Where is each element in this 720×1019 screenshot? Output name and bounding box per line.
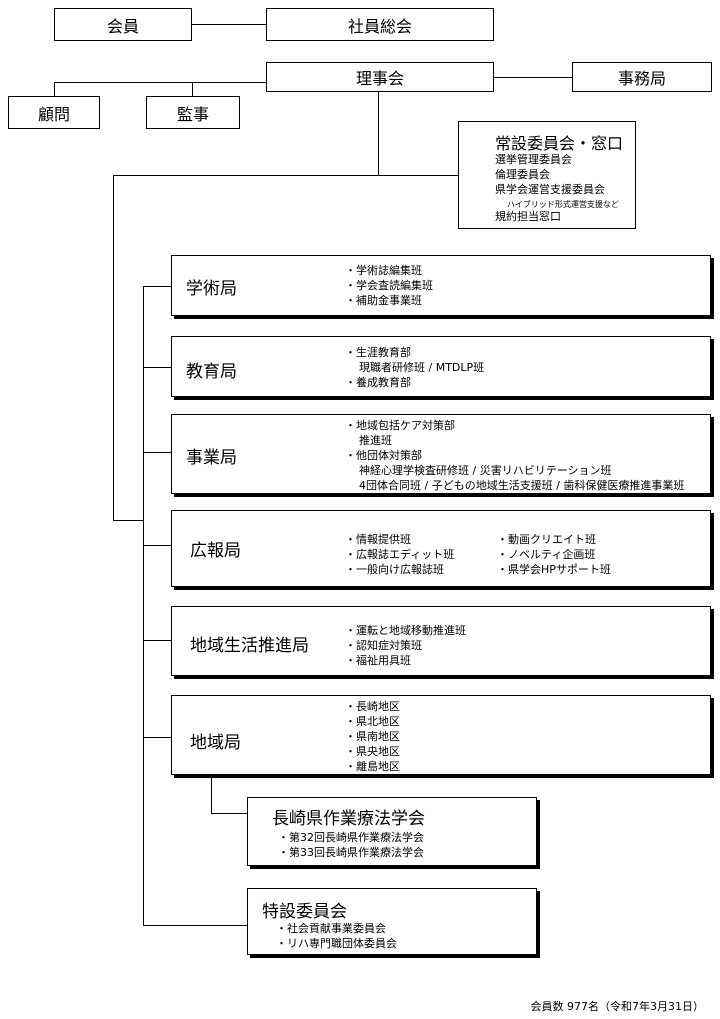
list-item: 現職者研修班 / MTDLP班: [359, 361, 485, 374]
community-bureau-title: 地域生活推進局: [190, 636, 309, 656]
list-item: ・情報提供班: [345, 533, 411, 546]
business-bureau-title: 事業局: [186, 448, 237, 468]
auditor-label: 監事: [176, 104, 209, 124]
list-item: 選挙管理委員会: [495, 153, 572, 166]
line-region-conference-drop: [211, 775, 213, 814]
list-item: ・学会査読編集班: [345, 279, 433, 292]
line-region-conference: [211, 813, 247, 815]
special-committee-list: ・社会貢献事業委員会 ・リハ専門職団体委員会: [276, 921, 397, 951]
line-left-spine: [113, 175, 115, 521]
list-item: 4団体合同班 / 子どもの地域生活支援班 / 歯科保健医療推進事業班: [359, 479, 685, 492]
standing-committee-list: 選挙管理委員会 倫理委員会 県学会運営支援委員会: [495, 152, 605, 197]
line-board-standing: [378, 175, 458, 177]
advisor-box: 顧問: [8, 96, 100, 129]
business-bureau-box: 事業局 ・地域包括ケア対策部 推進班 ・他団体対策部 神経心理学検査研修班 / …: [171, 414, 711, 494]
line-branch-pr: [143, 545, 171, 547]
pr-bureau-box: 広報局 ・情報提供班 ・広報誌エディット班 ・一般向け広報誌班 ・動画クリエイト…: [171, 510, 711, 587]
line-branch-community: [143, 640, 171, 642]
secretariat-label: 事務局: [617, 69, 666, 88]
academic-bureau-list: ・学術誌編集班 ・学会査読編集班 ・補助金事業班: [345, 263, 433, 308]
list-item: 神経心理学検査研修班 / 災害リハビリテーション班: [359, 464, 612, 477]
members-box: 会員: [54, 8, 192, 41]
line-members-assembly: [192, 24, 266, 26]
line-board-down: [378, 91, 380, 175]
community-bureau-list: ・運転と地域移動推進班 ・認知症対策班 ・福祉用具班: [345, 623, 466, 668]
conference-box: 長崎県作業療法学会 ・第32回長崎県作業療法学会 ・第33回長崎県作業療法学会: [247, 797, 537, 866]
list-item: 県学会運営支援委員会: [495, 183, 605, 196]
special-committee-box: 特設委員会 ・社会貢献事業委員会 ・リハ専門職団体委員会: [247, 888, 537, 955]
list-item: ・長崎地区: [345, 700, 400, 713]
education-bureau-list: ・生涯教育部 現職者研修班 / MTDLP班 ・養成教育部: [345, 345, 484, 390]
general-assembly-box: 社員総会: [266, 8, 494, 41]
list-item: ・動画クリエイト班: [497, 533, 596, 546]
auditor-box: 監事: [146, 96, 240, 129]
line-branch-education: [143, 367, 171, 369]
list-item: ・第33回長崎県作業療法学会: [278, 846, 424, 859]
line-advisor-drop: [54, 82, 56, 96]
line-branch-region: [143, 737, 171, 739]
list-item: ・一般向け広報誌班: [345, 563, 444, 576]
special-committee-title: 特設委員会: [262, 902, 347, 922]
list-item: ・ノベルティ企画班: [497, 548, 596, 561]
academic-bureau-box: 学術局 ・学術誌編集班 ・学会査読編集班 ・補助金事業班: [171, 255, 711, 316]
list-item: ・県南地区: [345, 730, 400, 743]
members-label: 会員: [106, 16, 139, 36]
line-branch-academic: [143, 286, 171, 288]
list-item: ・広報誌エディット班: [345, 548, 455, 561]
list-item: 推進班: [359, 434, 392, 447]
standing-committee-note: ハイブリッド形式運営支援など: [507, 200, 619, 209]
board-box: 理事会: [266, 62, 494, 92]
region-bureau-list: ・長崎地区 ・県北地区 ・県南地区 ・県央地区 ・離島地区: [345, 699, 400, 774]
standing-committee-box: 常設委員会・窓口 選挙管理委員会 倫理委員会 県学会運営支援委員会 ハイブリッド…: [458, 121, 636, 229]
line-board-secretariat: [494, 77, 572, 79]
list-item: ・離島地区: [345, 760, 400, 773]
line-advisor-auditor-bar: [54, 82, 266, 84]
list-item: ・他団体対策部: [345, 449, 422, 462]
conference-list: ・第32回長崎県作業療法学会 ・第33回長崎県作業療法学会: [278, 830, 424, 860]
list-item: ・地域包括ケア対策部: [345, 419, 455, 432]
pr-bureau-list-left: ・情報提供班 ・広報誌エディット班 ・一般向け広報誌班: [345, 532, 454, 577]
community-bureau-box: 地域生活推進局 ・運転と地域移動推進班 ・認知症対策班 ・福祉用具班: [171, 606, 711, 676]
conference-title: 長崎県作業療法学会: [272, 809, 425, 829]
pr-bureau-list-right: ・動画クリエイト班 ・ノベルティ企画班 ・県学会HPサポート班: [497, 532, 611, 577]
secretariat-box: 事務局: [572, 62, 712, 92]
list-item: ・養成教育部: [345, 376, 411, 389]
line-branch-special: [143, 925, 247, 927]
list-item: ・県央地区: [345, 745, 400, 758]
line-left-spine-join: [113, 520, 143, 522]
advisor-label: 顧問: [37, 104, 70, 124]
line-to-left-spine: [113, 175, 379, 177]
list-item: ・認知症対策班: [345, 639, 422, 652]
general-assembly-label: 社員総会: [347, 16, 412, 36]
list-item: ・補助金事業班: [345, 294, 422, 307]
standing-committee-last: 規約担当窓口: [495, 210, 561, 223]
line-auditor-drop: [192, 82, 194, 96]
list-item: ・運転と地域移動推進班: [345, 624, 466, 637]
education-bureau-title: 教育局: [186, 362, 237, 382]
region-bureau-box: 地域局 ・長崎地区 ・県北地区 ・県南地区 ・県央地区 ・離島地区: [171, 695, 711, 775]
line-branch-business: [143, 452, 171, 454]
list-item: ・生涯教育部: [345, 346, 411, 359]
region-bureau-title: 地域局: [190, 733, 241, 753]
education-bureau-box: 教育局 ・生涯教育部 現職者研修班 / MTDLP班 ・養成教育部: [171, 336, 711, 397]
list-item: ・第32回長崎県作業療法学会: [278, 831, 424, 844]
academic-bureau-title: 学術局: [186, 279, 237, 299]
line-bureau-spine: [143, 286, 145, 926]
business-bureau-list: ・地域包括ケア対策部 推進班 ・他団体対策部 神経心理学検査研修班 / 災害リハ…: [345, 418, 684, 493]
list-item: ・学術誌編集班: [345, 264, 422, 277]
list-item: ・県学会HPサポート班: [497, 563, 611, 576]
member-count: 会員数 977名（令和7年3月31日）: [530, 1000, 705, 1013]
list-item: ・社会貢献事業委員会: [276, 922, 386, 935]
board-label: 理事会: [355, 69, 404, 88]
pr-bureau-title: 広報局: [190, 541, 241, 561]
list-item: ・県北地区: [345, 715, 400, 728]
standing-committee-title: 常設委員会・窓口: [495, 134, 624, 153]
list-item: ・リハ専門職団体委員会: [276, 937, 397, 950]
list-item: ・福祉用具班: [345, 654, 411, 667]
list-item: 倫理委員会: [495, 168, 550, 181]
